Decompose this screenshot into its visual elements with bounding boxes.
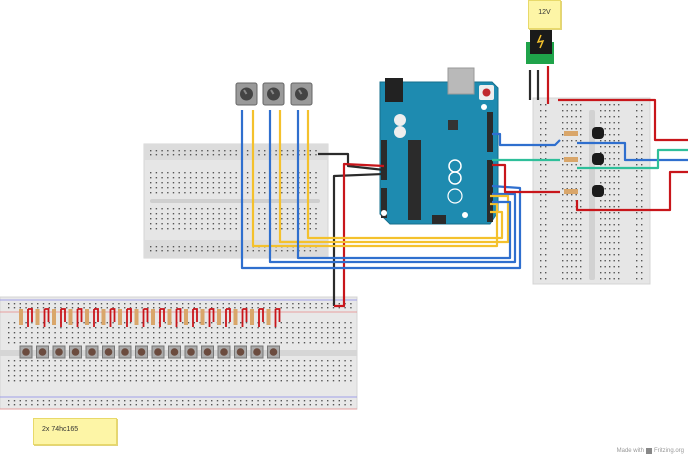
wire-red-5v-large [334, 162, 385, 308]
pulldown-resistor [233, 309, 238, 325]
made-with-text: Made with [616, 448, 644, 454]
jumper-red [241, 308, 248, 327]
push-button-cap[interactable] [269, 348, 278, 356]
pulldown-resistor [101, 309, 106, 325]
push-button-cap[interactable] [236, 348, 245, 356]
push-button-cap[interactable] [104, 348, 113, 356]
pulldown-resistor [266, 309, 271, 325]
pulldown-resistor [19, 309, 23, 325]
note-12v: 12V [528, 0, 561, 29]
wire-red-power [546, 66, 688, 142]
jumper-red [109, 308, 116, 327]
jumper-red [126, 308, 132, 327]
wire-blue-d11 [492, 132, 561, 147]
push-button-cap[interactable] [170, 348, 179, 356]
pulldown-resistor [151, 309, 155, 325]
resistor [564, 189, 578, 194]
wire-red-d9 [492, 163, 560, 194]
fritzing-logo-icon [645, 448, 652, 454]
jumper-red [76, 308, 83, 327]
wire-black-top [528, 70, 540, 100]
wire-yellow-pot3 [306, 110, 504, 240]
push-button-cap[interactable] [253, 348, 261, 356]
jumper-red [43, 308, 50, 327]
push-button-cap[interactable] [187, 348, 195, 356]
jumper-red [142, 308, 149, 327]
jumper-red [274, 308, 281, 327]
transistor [564, 185, 604, 197]
wire-red-out [575, 170, 688, 212]
transistor [564, 153, 604, 165]
power-jack [526, 30, 554, 64]
pulldown-resistor [134, 309, 139, 325]
jumper-red [60, 308, 66, 327]
wire-blue-pot2 [268, 110, 517, 264]
push-button-cap[interactable] [88, 348, 96, 356]
brand-text: Fritzing.org [653, 448, 684, 454]
potentiometer[interactable] [290, 82, 313, 106]
pulldown-resistor [68, 309, 73, 325]
potentiometer[interactable] [235, 82, 258, 106]
pulldown-resistor [167, 309, 172, 325]
push-button-cap[interactable] [121, 348, 129, 356]
pulldown-resistor [184, 309, 188, 325]
wire-blue-out [577, 141, 688, 162]
jumper-red [175, 308, 182, 327]
push-button-cap[interactable] [22, 348, 30, 356]
wire-blue-pot1 [240, 110, 522, 270]
resistor [564, 157, 578, 162]
pulldown-resistor [85, 309, 89, 325]
note-ic-label: 2x 74hc165 [33, 418, 117, 445]
pulldown-resistor [217, 309, 221, 325]
breadboard-large [0, 296, 358, 410]
jumper-red [258, 308, 264, 327]
push-button-cap[interactable] [154, 348, 162, 356]
jumper-red [27, 308, 33, 327]
pulldown-resistor [200, 309, 205, 325]
pulldown-resistor [250, 309, 254, 325]
wire-blue-pot3 [296, 110, 512, 260]
pulldown-resistor [52, 309, 56, 325]
push-button-cap[interactable] [38, 348, 47, 356]
pulldown-resistor [35, 309, 40, 325]
arduino-uno-board[interactable] [379, 67, 499, 225]
wire-black-gnd-large [332, 172, 385, 306]
wire-black-gnd [318, 152, 385, 172]
jumper-red [93, 308, 99, 327]
push-button-cap[interactable] [220, 348, 228, 356]
pulldown-resistor [118, 309, 122, 325]
jumper-red [159, 308, 165, 327]
push-button-cap[interactable] [203, 348, 212, 356]
wire-yellow-pot2 [278, 110, 510, 244]
wire-teal-out [577, 148, 688, 170]
jumper-red [192, 308, 198, 327]
transistor [564, 127, 604, 139]
push-button-cap[interactable] [55, 348, 63, 356]
jumper-red [225, 308, 231, 327]
potentiometer[interactable] [262, 82, 285, 106]
jumper-red [208, 308, 215, 327]
footer-credit: Made with Fritzing.org [617, 448, 684, 454]
resistor [564, 131, 578, 136]
push-button-cap[interactable] [137, 348, 146, 356]
wire-yellow-pot1 [251, 110, 499, 248]
push-button-cap[interactable] [71, 348, 80, 356]
